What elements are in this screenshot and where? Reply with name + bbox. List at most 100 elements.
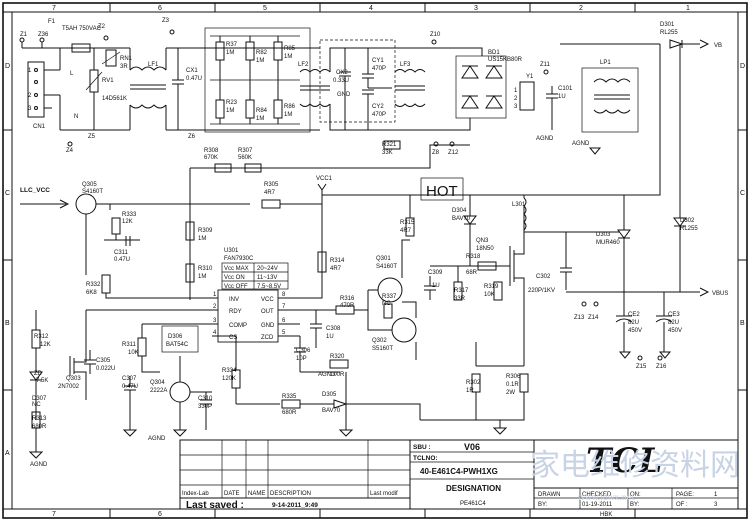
- label-c309-value: 1U: [432, 283, 440, 289]
- capacitor-c308: [310, 310, 322, 348]
- label-r312-value: 12K: [40, 342, 51, 348]
- label-r308: R308: [204, 148, 219, 154]
- capacitor-c307: [122, 376, 138, 437]
- label-cy2-value: 470P: [372, 112, 386, 118]
- choke-lf1: [129, 48, 167, 130]
- label-q305: Q305: [82, 182, 97, 188]
- label-agnd-lp1: AGND: [572, 141, 590, 147]
- label-c101-value: 1U: [558, 94, 566, 100]
- label-r334-value: 120K: [222, 376, 236, 382]
- pin-num-7: 7: [282, 304, 286, 310]
- label-cy1: CY1: [372, 58, 384, 64]
- diode-d306-box: [161, 325, 199, 353]
- watermark-url: www.jdwx.net: [578, 493, 636, 502]
- label-agnd-c307: AGND: [148, 436, 166, 442]
- label-zd1: ZD: [34, 371, 43, 377]
- label-r307: R307: [238, 148, 253, 154]
- frame-zone-labels: 7 6 5 4 3 2 1 7 6 D C B A D C B: [5, 5, 745, 518]
- label-r310: R310: [198, 266, 213, 272]
- label-lf3: LF3: [400, 62, 411, 68]
- label-rv1: RV1: [102, 78, 114, 84]
- pin-cs: CS: [229, 335, 237, 341]
- label-r320: R320: [330, 354, 345, 360]
- label-rn1: RN1: [120, 56, 133, 62]
- diode-d305: [300, 399, 421, 420]
- label-vb: VB: [714, 43, 722, 49]
- capacitors-cy1-cy2: [362, 48, 392, 130]
- resistor-r318: [477, 261, 497, 271]
- label-cy1-value: 470P: [372, 66, 386, 72]
- input-connector: [27, 48, 61, 130]
- resistor-r308: [214, 163, 232, 173]
- label-z6: Z6: [188, 134, 196, 140]
- on-label: ON:: [630, 492, 641, 498]
- hot-badge: [420, 177, 464, 201]
- rev-col-name: NAME: [248, 491, 265, 497]
- label-pin-2: 2: [28, 93, 32, 99]
- label-r306-value: 0.1R: [506, 382, 519, 388]
- arrow-vbus: [699, 287, 710, 297]
- label-z36: Z36: [38, 32, 49, 38]
- label-c308: C308: [326, 326, 341, 332]
- label-cx2: CX2: [336, 70, 348, 76]
- label-r37-value: 1M: [226, 50, 234, 56]
- bleeder-resistor-group: [204, 27, 311, 133]
- label-r85: R85: [284, 46, 296, 52]
- label-c306: C306: [296, 348, 311, 354]
- row-right-B: B: [740, 320, 745, 327]
- label-r84-value: 1M: [256, 116, 264, 122]
- label-agnd-c306: AGND: [318, 372, 336, 378]
- tclno-label: TCLNO:: [413, 455, 438, 462]
- label-llc-vcc: LLC_VCC: [20, 187, 50, 194]
- label-z8: Z8: [432, 150, 440, 156]
- resistor-r319: [493, 281, 503, 301]
- resistor-r320: [329, 359, 349, 369]
- row-right-C: C: [740, 190, 745, 197]
- label-q304-value: 2222A: [150, 388, 167, 394]
- pin-num-5: 5: [282, 330, 286, 336]
- resistor-r309: [185, 221, 195, 241]
- label-r332-value: 6K8: [86, 290, 97, 296]
- label-r310-value: 1M: [198, 274, 206, 280]
- spec-vcc-max: Vcc MAX: [224, 266, 249, 272]
- label-z4: Z4: [66, 148, 74, 154]
- label-d301-value: RL255: [660, 30, 678, 36]
- pin-comp: COMP: [229, 323, 247, 329]
- pin-zcd: ZCD: [261, 335, 274, 341]
- label-q303-value: 2N7002: [58, 384, 80, 390]
- spec-vcc-off: Vcc OFF: [224, 284, 248, 290]
- resistor-r337: [383, 303, 393, 319]
- label-c308-value: 1U: [326, 334, 334, 340]
- label-d301: D301: [660, 22, 675, 28]
- label-rv1-value: 14D561K: [102, 96, 127, 102]
- of-value: 3: [714, 502, 718, 508]
- label-r302: R302: [466, 380, 481, 386]
- label-r86-value: 1M: [284, 112, 292, 118]
- spec-vcc-on: Vcc ON: [224, 275, 245, 281]
- label-c307: C307: [122, 376, 137, 382]
- label-r23: R23: [226, 100, 238, 106]
- label-line: L: [70, 71, 74, 77]
- label-ce3-volt: 450V: [668, 328, 682, 334]
- label-y1-pin3: 3: [514, 104, 518, 110]
- resistor-r307: [244, 163, 262, 173]
- label-lf2: LF2: [298, 62, 309, 68]
- label-c311-value: 0.47U: [114, 257, 130, 263]
- label-gnd: GND: [337, 92, 351, 98]
- drawn-label: DRAWN: [538, 492, 560, 498]
- label-r317: R317: [454, 288, 469, 294]
- label-q303: Q303: [66, 376, 81, 382]
- label-r82: R82: [256, 50, 268, 56]
- vcc-spec-table: [221, 262, 289, 290]
- row-left-A: A: [5, 450, 10, 457]
- label-r318: R318: [466, 254, 481, 260]
- label-c307-value: 0.47U: [122, 384, 138, 390]
- label-z15: Z15: [636, 364, 647, 370]
- pfc-inductor-lp1: [581, 67, 639, 133]
- transistor-q302: [391, 317, 417, 343]
- ac-line-wire: [22, 47, 130, 70]
- mosfet-q303: [69, 310, 87, 400]
- pin-rdy: RDY: [229, 309, 242, 315]
- capacitor-c302: [560, 232, 572, 290]
